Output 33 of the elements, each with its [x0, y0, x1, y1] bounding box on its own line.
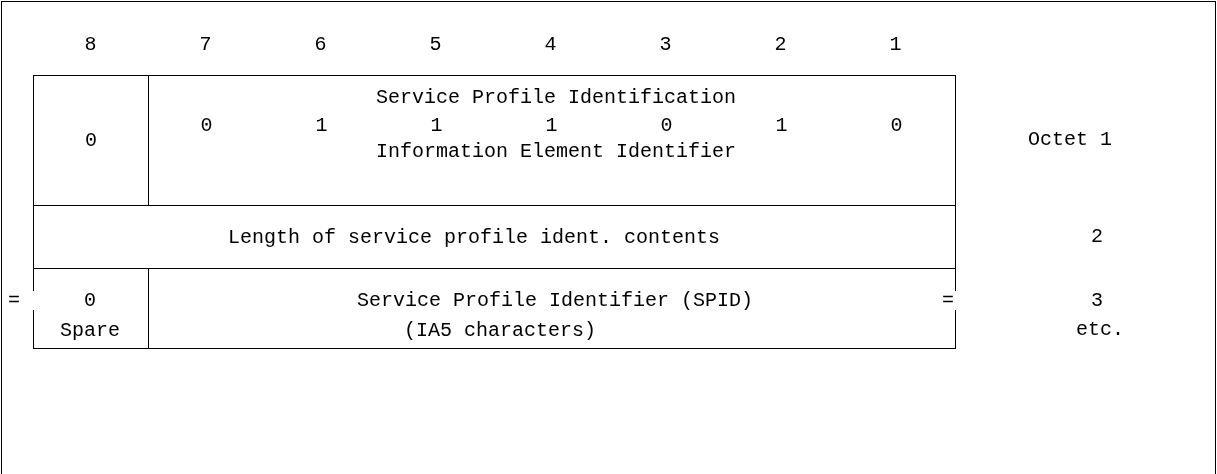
continuation-mark: =	[942, 290, 954, 312]
bit-value: 1	[430, 115, 443, 137]
bit-number: 6	[314, 34, 327, 56]
bit-number: 3	[659, 34, 672, 56]
bit-field-cell	[33, 75, 149, 206]
bit-number: 5	[429, 34, 442, 56]
bit-number: 2	[774, 34, 787, 56]
bit-field-cell	[148, 75, 956, 206]
bit-value: 1	[315, 115, 328, 137]
bit-number: 1	[889, 34, 902, 56]
bit-value: 0	[890, 115, 903, 137]
bit-field-cell	[33, 205, 956, 269]
bit-number: 7	[199, 34, 212, 56]
bit-value: 0	[660, 115, 673, 137]
bit-value: 1	[545, 115, 558, 137]
field-name: Information Element Identifier	[375, 141, 737, 163]
octet-note: etc.	[1076, 319, 1124, 341]
field-note: (IA5 characters)	[404, 320, 596, 342]
continuation-mark: =	[8, 290, 20, 312]
bit-value: 0	[85, 130, 97, 152]
field-name: Service Profile Identification	[375, 87, 737, 109]
bit-value: 0	[200, 115, 213, 137]
octet-number: 3	[1091, 290, 1103, 312]
field-name: Spare	[60, 320, 120, 342]
field-name: Service Profile Identifier (SPID)	[356, 290, 754, 312]
bit-value: 1	[775, 115, 788, 137]
bit-value: 0	[84, 290, 96, 312]
field-name: Length of service profile ident. contents	[227, 227, 721, 249]
octet-number: Octet 1	[1028, 129, 1112, 151]
bit-field-cell	[33, 268, 149, 349]
octet-number: 2	[1091, 226, 1103, 248]
bit-number: 8	[84, 34, 97, 56]
bit-number: 4	[544, 34, 557, 56]
